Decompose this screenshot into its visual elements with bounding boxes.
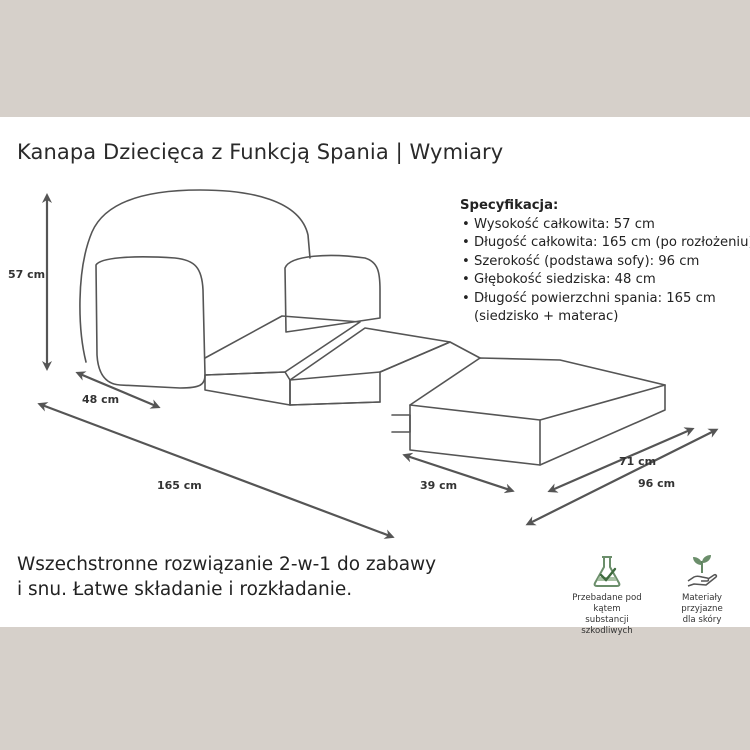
width-base-label: 96 cm — [638, 477, 676, 490]
spec-item: Głębokość siedziska: 48 cm — [460, 271, 750, 290]
spec-heading: Specyfikacja: — [460, 198, 559, 213]
specification-panel: Specyfikacja: Wysokość całkowita: 57 cm … — [460, 197, 750, 327]
spec-item: Wysokość całkowita: 57 cm — [460, 216, 750, 235]
depth-label: 48 cm — [82, 393, 120, 406]
spec-item: Szerokość (podstawa sofy): 96 cm — [460, 253, 750, 272]
sofa-left-armrest — [95, 256, 206, 389]
width-base-arrow — [525, 428, 719, 526]
segment-arrow — [402, 452, 515, 494]
badge-skin-line-2: dla skóry — [682, 615, 722, 625]
mattress-segment-2 — [289, 401, 381, 406]
badge-tested-line-1: Przebadane pod kątem — [572, 593, 642, 614]
hand-leaf-icon — [687, 555, 718, 587]
badge-skin-line-1: Materiały przyjazne — [681, 593, 723, 614]
badge-skin-friendly: Materiały przyjazne dla skóry — [662, 553, 742, 626]
tagline-line-2: i snu. Łatwe składanie i rozkładanie. — [17, 579, 353, 600]
spec-item: Długość powierzchni spania: 165 cm — [460, 290, 750, 309]
height-label: 57 cm — [8, 268, 46, 281]
spec-item: Długość całkowita: 165 cm (po rozłożeniu… — [460, 234, 750, 253]
mattress-segment-3 — [409, 357, 666, 466]
mattress-segment-1 — [204, 371, 291, 406]
spec-item-continuation: (siedzisko + materac) — [474, 309, 619, 324]
segment-label: 39 cm — [420, 479, 458, 492]
flask-check-icon — [593, 556, 621, 587]
sofa-backrest — [79, 189, 311, 363]
depth-arrow — [75, 371, 161, 409]
badge-tested-line-2: substancji szkodliwych — [581, 615, 633, 636]
width-top-label: 71 cm — [619, 455, 657, 468]
badge-tested: Przebadane pod kątem substancji szkodliw… — [560, 553, 654, 637]
length-label: 165 cm — [157, 479, 202, 492]
sofa-right-armrest — [284, 254, 381, 333]
tagline-line-1: Wszechstronne rozwiązanie 2-w-1 do zabaw… — [17, 554, 437, 575]
page-title: Kanapa Dziecięca z Funkcją Spania | Wymi… — [17, 140, 504, 164]
tagline: Wszechstronne rozwiązanie 2-w-1 do zabaw… — [17, 552, 436, 602]
spec-list: Wysokość całkowita: 57 cm Długość całkow… — [460, 216, 750, 327]
length-arrow — [37, 402, 395, 539]
